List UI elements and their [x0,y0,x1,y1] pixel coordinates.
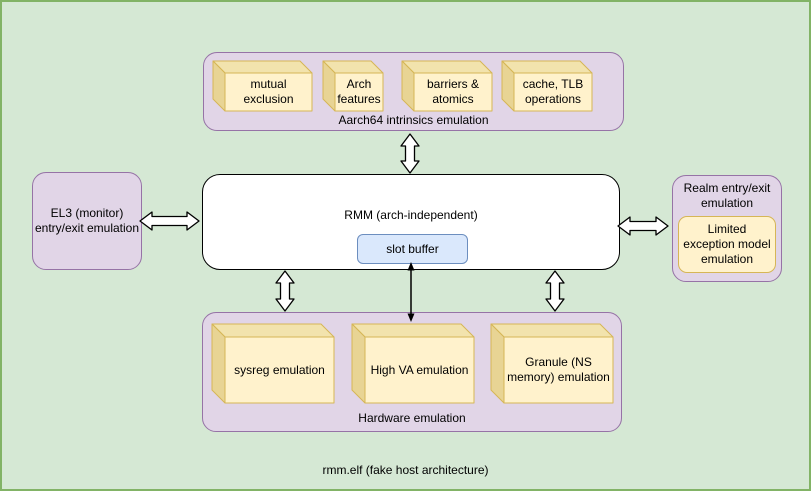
hardware-emulation-group-label: Hardware emulation [358,411,466,425]
limited-exception-model-box: Limited exception model emulation [678,216,776,273]
double-arrow-bottom-left-vertical [275,270,295,312]
cube-3d-shape [322,60,384,112]
double-arrow-top-vertical [400,133,420,174]
double-arrow-left-horizontal [139,211,200,231]
rmm-box: RMM (arch-independent) slot buffer [202,174,620,270]
cube-label: cache, TLB operations [522,77,584,106]
cube-label: Granule (NS memory) emulation [507,355,610,384]
realm-entry-exit-box: Realm entry/exit emulation Limited excep… [672,175,782,282]
cube-label: Arch features [337,77,381,106]
cube-3d-shape [501,60,593,112]
cube-3d-shape [351,323,475,404]
cube-3d-shape [212,60,313,112]
el3-entry-exit-box: EL3 (monitor) entry/exit emulation [32,172,142,270]
hardware-emulation-group: sysreg emulation High VA emulation Granu… [202,312,622,432]
cube-3d-shape [211,323,335,404]
cube-high-va-emulation: High VA emulation [351,323,475,404]
cube-3d-shape [401,60,493,112]
cube-sysreg-emulation: sysreg emulation [211,323,335,404]
realm-entry-exit-title: Realm entry/exit emulation [683,181,771,210]
diagram-caption: rmm.elf (fake host architecture) [322,463,489,477]
double-arrow-bottom-right-vertical [545,270,565,312]
cube-label: sysreg emulation [234,362,325,377]
cube-barriers-atomics: barriers & atomics [401,60,493,112]
cube-3d-shape [490,323,614,404]
cube-arch-features: Arch features [322,60,384,112]
cube-label: High VA emulation [370,362,469,377]
rmm-box-label: RMM (arch-independent) [344,208,478,222]
double-arrow-right-horizontal [617,216,669,236]
slot-buffer-box: slot buffer [357,234,468,264]
aarch64-intrinsics-group: mutual exclusion Arch features barriers … [203,52,624,131]
cube-label: barriers & atomics [426,77,479,106]
cube-label: mutual exclusion [243,77,294,106]
cube-cache-tlb-operations: cache, TLB operations [501,60,593,112]
slot-buffer-label: slot buffer [386,242,439,256]
aarch64-intrinsics-group-label: Aarch64 intrinsics emulation [338,113,489,127]
cube-granule-ns-memory-emulation: Granule (NS memory) emulation [490,323,614,404]
cube-mutual-exclusion: mutual exclusion [212,60,313,112]
